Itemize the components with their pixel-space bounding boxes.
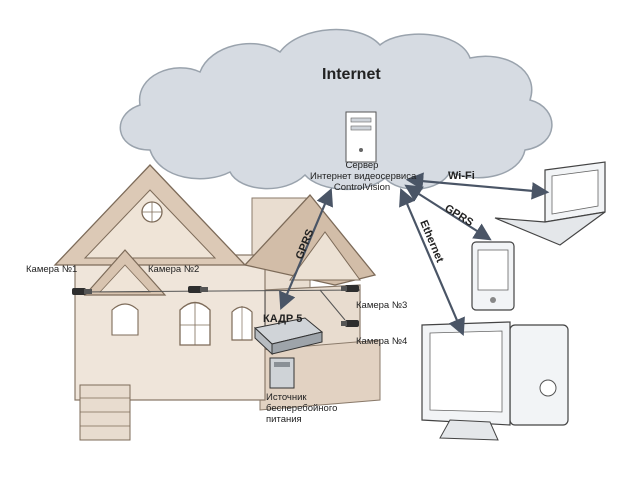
ups-label-line2: бесперебойного: [266, 403, 338, 414]
camera-3-label: Камера №3: [356, 300, 408, 311]
ethernet-link-arrow: [399, 187, 465, 337]
gprs-house-link-arrow: [279, 187, 333, 311]
house-window-2: [231, 306, 253, 341]
ethernet-label: Ethernet: [417, 218, 446, 264]
internet-cloud: [119, 28, 553, 190]
laptop-icon: [494, 161, 606, 246]
ups-device: [269, 357, 295, 389]
ups-label-line3: питания: [266, 414, 302, 425]
server-icon: [345, 111, 377, 163]
recorder-label: КАДР 5: [263, 313, 303, 325]
ups-label-line1: Источник: [266, 392, 307, 403]
camera-2-icon: [188, 286, 208, 293]
ups-label: Источник бесперебойного питания: [266, 392, 337, 425]
server-label-line1: Сервер: [345, 160, 379, 171]
camera-4-label: Камера №4: [356, 336, 408, 347]
camera-4-icon: [341, 320, 359, 327]
camera-1-icon: [72, 288, 92, 295]
camera-3-icon: [341, 285, 359, 292]
desktop-computer-icon: [421, 321, 569, 441]
porch-window: [111, 303, 139, 336]
gprs-device-label: GPRS: [442, 202, 475, 229]
pda-icon: [471, 241, 515, 311]
server-label: Сервер Интернет видеосервиса ControlVisi…: [310, 160, 417, 193]
house-gable: [83, 189, 217, 259]
recorder-device: [253, 317, 324, 356]
camera-1-label: Камера №1: [26, 264, 78, 275]
internet-title: Internet: [322, 66, 381, 83]
server-label-line3: ControlVision: [333, 182, 391, 193]
house-stairs: [79, 384, 131, 441]
wifi-label: Wi-Fi: [448, 170, 475, 182]
server-label-line2: Интернет видеосервиса: [310, 171, 417, 182]
camera-2-label: Камера №2: [148, 264, 200, 275]
house-window-1: [179, 301, 211, 346]
